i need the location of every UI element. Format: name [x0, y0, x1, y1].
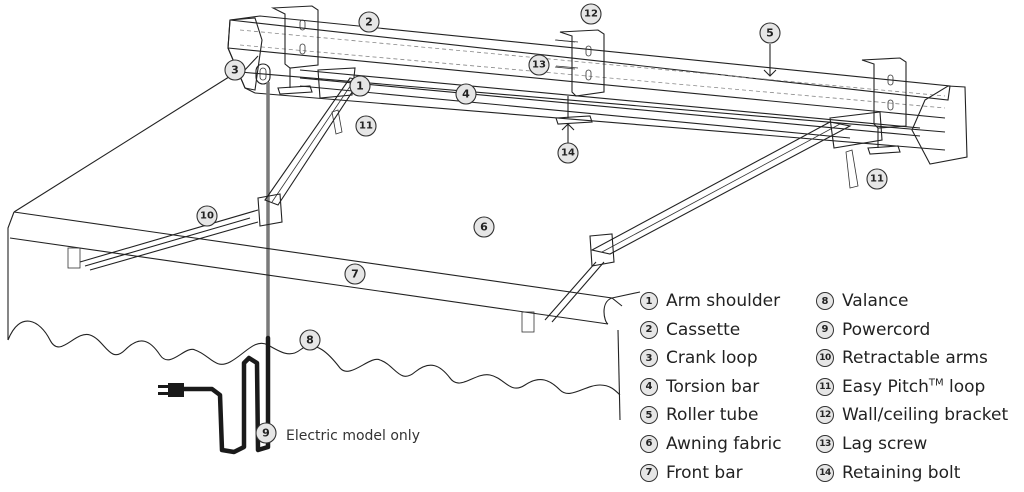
svg-text:12: 12 — [584, 9, 598, 20]
retaining-bolt-arrow — [561, 123, 575, 144]
callout-13: 13 — [528, 54, 550, 76]
front-bar — [9, 211, 641, 421]
callout-6: 6 — [473, 216, 495, 238]
svg-text:10: 10 — [200, 211, 214, 222]
svg-text:3: 3 — [231, 64, 239, 77]
legend-badge: 13 — [816, 434, 834, 453]
awning-fabric — [7, 69, 241, 340]
legend-badge: 8 — [816, 292, 834, 310]
roller-tube-arrow — [763, 44, 777, 77]
svg-text:2: 2 — [365, 16, 373, 29]
retractable-arm-right — [544, 111, 883, 323]
plug-icon — [168, 383, 184, 397]
legend-badge: 9 — [816, 320, 834, 339]
callout-10: 10 — [196, 205, 218, 227]
electric-model-note: Electric model only — [286, 428, 420, 444]
svg-text:4: 4 — [462, 88, 470, 101]
legend-badge: 4 — [640, 377, 658, 396]
legend-badge: 11 — [816, 377, 834, 396]
svg-text:1: 1 — [356, 80, 364, 93]
svg-text:5: 5 — [766, 27, 774, 40]
svg-text:14: 14 — [561, 148, 575, 159]
callout-5: 5 — [759, 22, 781, 44]
callout-2: 2 — [358, 11, 380, 33]
legend-badge: 12 — [816, 406, 834, 425]
callout-7: 7 — [344, 263, 366, 285]
svg-text:8: 8 — [306, 334, 314, 347]
callout-8: 8 — [299, 329, 321, 351]
callout-4: 4 — [455, 83, 477, 105]
callout-9: 9 — [255, 422, 277, 444]
svg-text:6: 6 — [480, 221, 488, 234]
legend-badge: 2 — [640, 320, 658, 339]
legend-badge: 14 — [816, 463, 834, 482]
legend-badge: 7 — [640, 463, 658, 482]
wall-bracket-right — [861, 57, 907, 155]
callout-11-right: 11 — [866, 168, 888, 190]
callout-14: 14 — [557, 142, 579, 164]
legend-badge: 3 — [640, 349, 658, 368]
svg-text:11: 11 — [359, 121, 373, 132]
callout-3: 3 — [224, 59, 246, 81]
lag-screws — [555, 39, 579, 69]
torsion-bar — [299, 69, 921, 139]
callout-12: 12 — [580, 3, 602, 25]
legend-badge: 10 — [816, 349, 834, 368]
legend-badge: 6 — [640, 434, 658, 453]
trademark-mark: TM — [928, 377, 944, 389]
svg-text:13: 13 — [532, 60, 546, 71]
svg-text:9: 9 — [262, 427, 270, 440]
legend-badge: 5 — [640, 406, 658, 425]
legend-badge: 1 — [640, 292, 658, 310]
powercord — [158, 335, 271, 455]
callout-1: 1 — [349, 75, 371, 97]
crank-loop — [255, 63, 271, 85]
callout-11-left: 11 — [355, 115, 377, 137]
svg-text:11: 11 — [870, 174, 884, 185]
svg-text:7: 7 — [351, 268, 359, 281]
wall-bracket-left — [270, 5, 319, 95]
